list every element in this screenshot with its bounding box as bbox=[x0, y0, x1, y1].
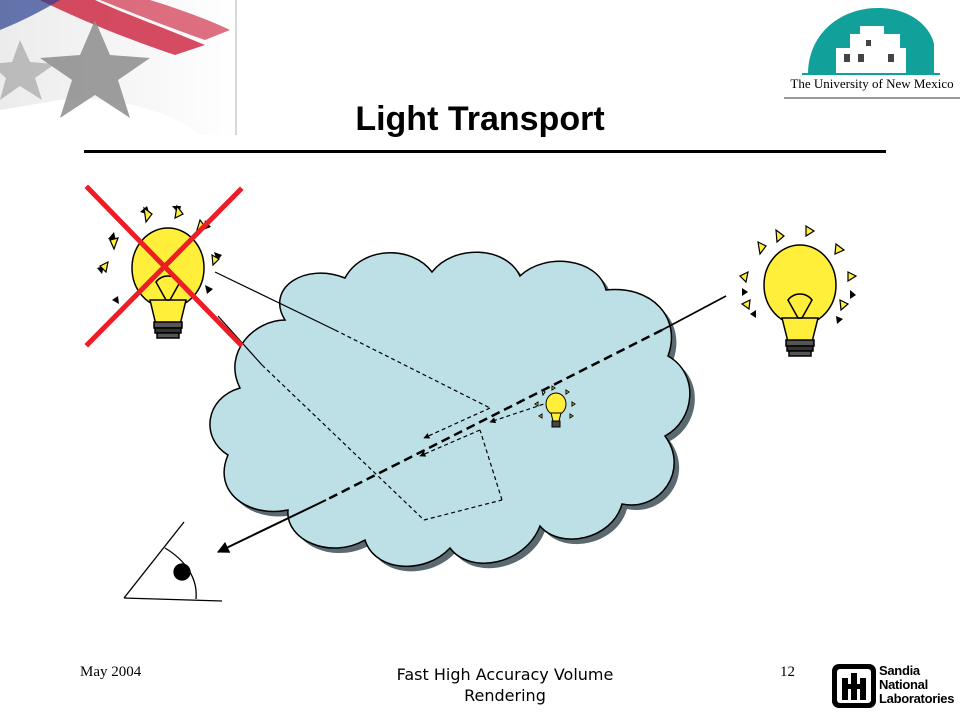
page-title: Light Transport bbox=[355, 100, 605, 138]
eye-icon bbox=[123, 521, 223, 602]
participating-medium-cloud bbox=[209, 251, 695, 572]
small-light-bulb-icon bbox=[534, 385, 576, 428]
page-number: 12 bbox=[780, 664, 795, 680]
unm-underline bbox=[784, 97, 960, 99]
sandia-line-1: Sandia bbox=[879, 663, 920, 678]
unm-name: The University of New Mexico bbox=[790, 76, 954, 91]
sandia-line-3: Laboratories bbox=[879, 691, 955, 706]
footer-title: Fast High Accuracy Volume Rendering bbox=[396, 665, 614, 705]
scattered-ray-paths bbox=[214, 271, 551, 521]
light-bulb-right-icon bbox=[738, 224, 858, 357]
footer-date: May 2004 bbox=[80, 664, 142, 680]
direct-light-ray bbox=[216, 295, 727, 553]
unm-building-logo bbox=[802, 8, 940, 75]
sandia-thunderbird-logo bbox=[832, 664, 876, 708]
title-rule bbox=[84, 150, 886, 153]
sandia-line-2: National bbox=[879, 677, 928, 692]
star-flag-logo bbox=[0, 0, 240, 135]
sandia-lab-name: Sandia National Laboratories bbox=[879, 664, 954, 706]
blocked-cross bbox=[84, 184, 244, 348]
